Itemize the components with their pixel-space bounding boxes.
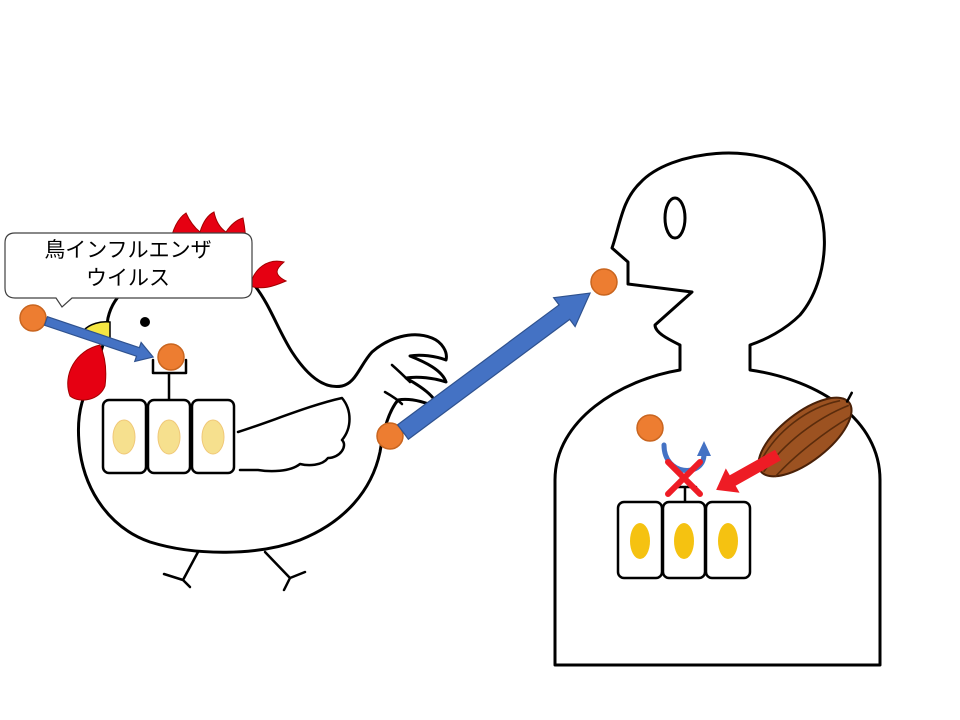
cacao-stem: [845, 391, 853, 403]
virus-particle-in-body: [636, 414, 664, 442]
cacao-ridge: [759, 399, 841, 462]
chicken-cell-nucleus: [112, 419, 136, 455]
human-cell-nucleus: [718, 523, 738, 559]
virus-particle-leaving-chicken: [376, 422, 404, 450]
chicken-receptor: [151, 358, 188, 401]
chicken-cell-nucleus: [157, 419, 181, 455]
chicken-eye: [140, 317, 150, 327]
human: [553, 151, 882, 667]
chicken-cell-nucleus: [201, 419, 225, 455]
bubble-label-line2: ウイルス: [86, 266, 170, 290]
human-eye: [663, 196, 687, 240]
cacao-ridge: [774, 416, 851, 478]
chicken-comb-back: [249, 260, 288, 289]
human-cell-nucleus: [674, 523, 694, 559]
human-cell-nucleus: [630, 523, 650, 559]
blue-arrow: [43, 315, 155, 363]
arrow-chicken-to-human: [396, 292, 592, 441]
speech-bubble: 鳥インフルエンザ ウイルス: [4, 232, 253, 308]
chicken-leg-left: [162, 550, 200, 589]
blocked-entry-arrowhead: [697, 441, 711, 456]
arrow-virus-to-chicken: [43, 315, 155, 363]
chicken-tail-feather: [383, 390, 404, 406]
blue-arrow-large: [396, 292, 592, 441]
block-x-mark: [665, 459, 703, 497]
chicken-tail-feather: [390, 363, 412, 384]
arrow-cacao-block: [716, 449, 781, 493]
bubble-label-line1: 鳥インフルエンザ: [44, 238, 211, 262]
virus-particle-at-mouth: [590, 268, 618, 296]
virus-particle-on-receptor: [157, 343, 185, 371]
chicken-cells: [101, 398, 236, 475]
human-cells: [616, 500, 752, 580]
chicken-leg-right: [263, 550, 307, 592]
speech-bubble-shape: [4, 232, 253, 308]
red-arrow: [716, 449, 781, 493]
chicken-wattle: [67, 344, 107, 401]
chicken-wing: [236, 396, 351, 473]
chicken: [67, 211, 448, 592]
virus-particle: [19, 304, 47, 332]
